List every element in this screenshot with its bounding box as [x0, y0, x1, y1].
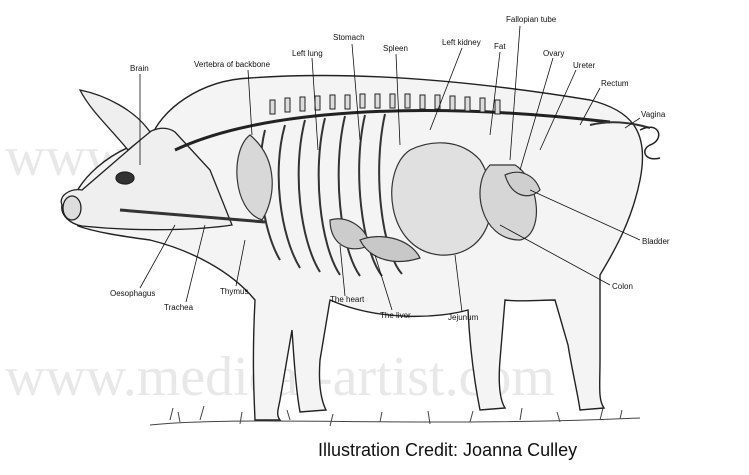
label-fallopian-tube: Fallopian tube	[506, 15, 557, 24]
label-fat: Fat	[494, 42, 506, 51]
label-trachea: Trachea	[164, 303, 194, 312]
illustration-credit: Illustration Credit: Joanna Culley	[318, 440, 577, 461]
grass-ground	[150, 406, 640, 426]
label-the-liver: The liver	[380, 311, 411, 320]
label-rectum: Rectum	[601, 79, 629, 88]
label-oesophagus: Oesophagus	[110, 289, 155, 298]
eye-icon	[116, 172, 134, 184]
label-ureter: Ureter	[573, 61, 596, 70]
label-colon: Colon	[612, 282, 633, 291]
label-thymus: Thymus	[220, 287, 248, 296]
label-left-lung: Left lung	[292, 49, 323, 58]
label-stomach: Stomach	[333, 33, 365, 42]
snout-icon	[63, 196, 81, 220]
label-jejunum: Jejunum	[448, 313, 479, 322]
label-spleen: Spleen	[383, 44, 408, 53]
label-brain: Brain	[130, 64, 149, 73]
label-vertebra: Vertebra of backbone	[194, 60, 271, 69]
label-vagina: Vagina	[641, 110, 666, 119]
label-left-kidney: Left kidney	[442, 38, 481, 47]
label-ovary: Ovary	[543, 49, 564, 58]
label-the-heart: The heart	[330, 295, 365, 304]
intestine-shape	[392, 143, 492, 255]
label-bladder: Bladder	[642, 237, 670, 246]
